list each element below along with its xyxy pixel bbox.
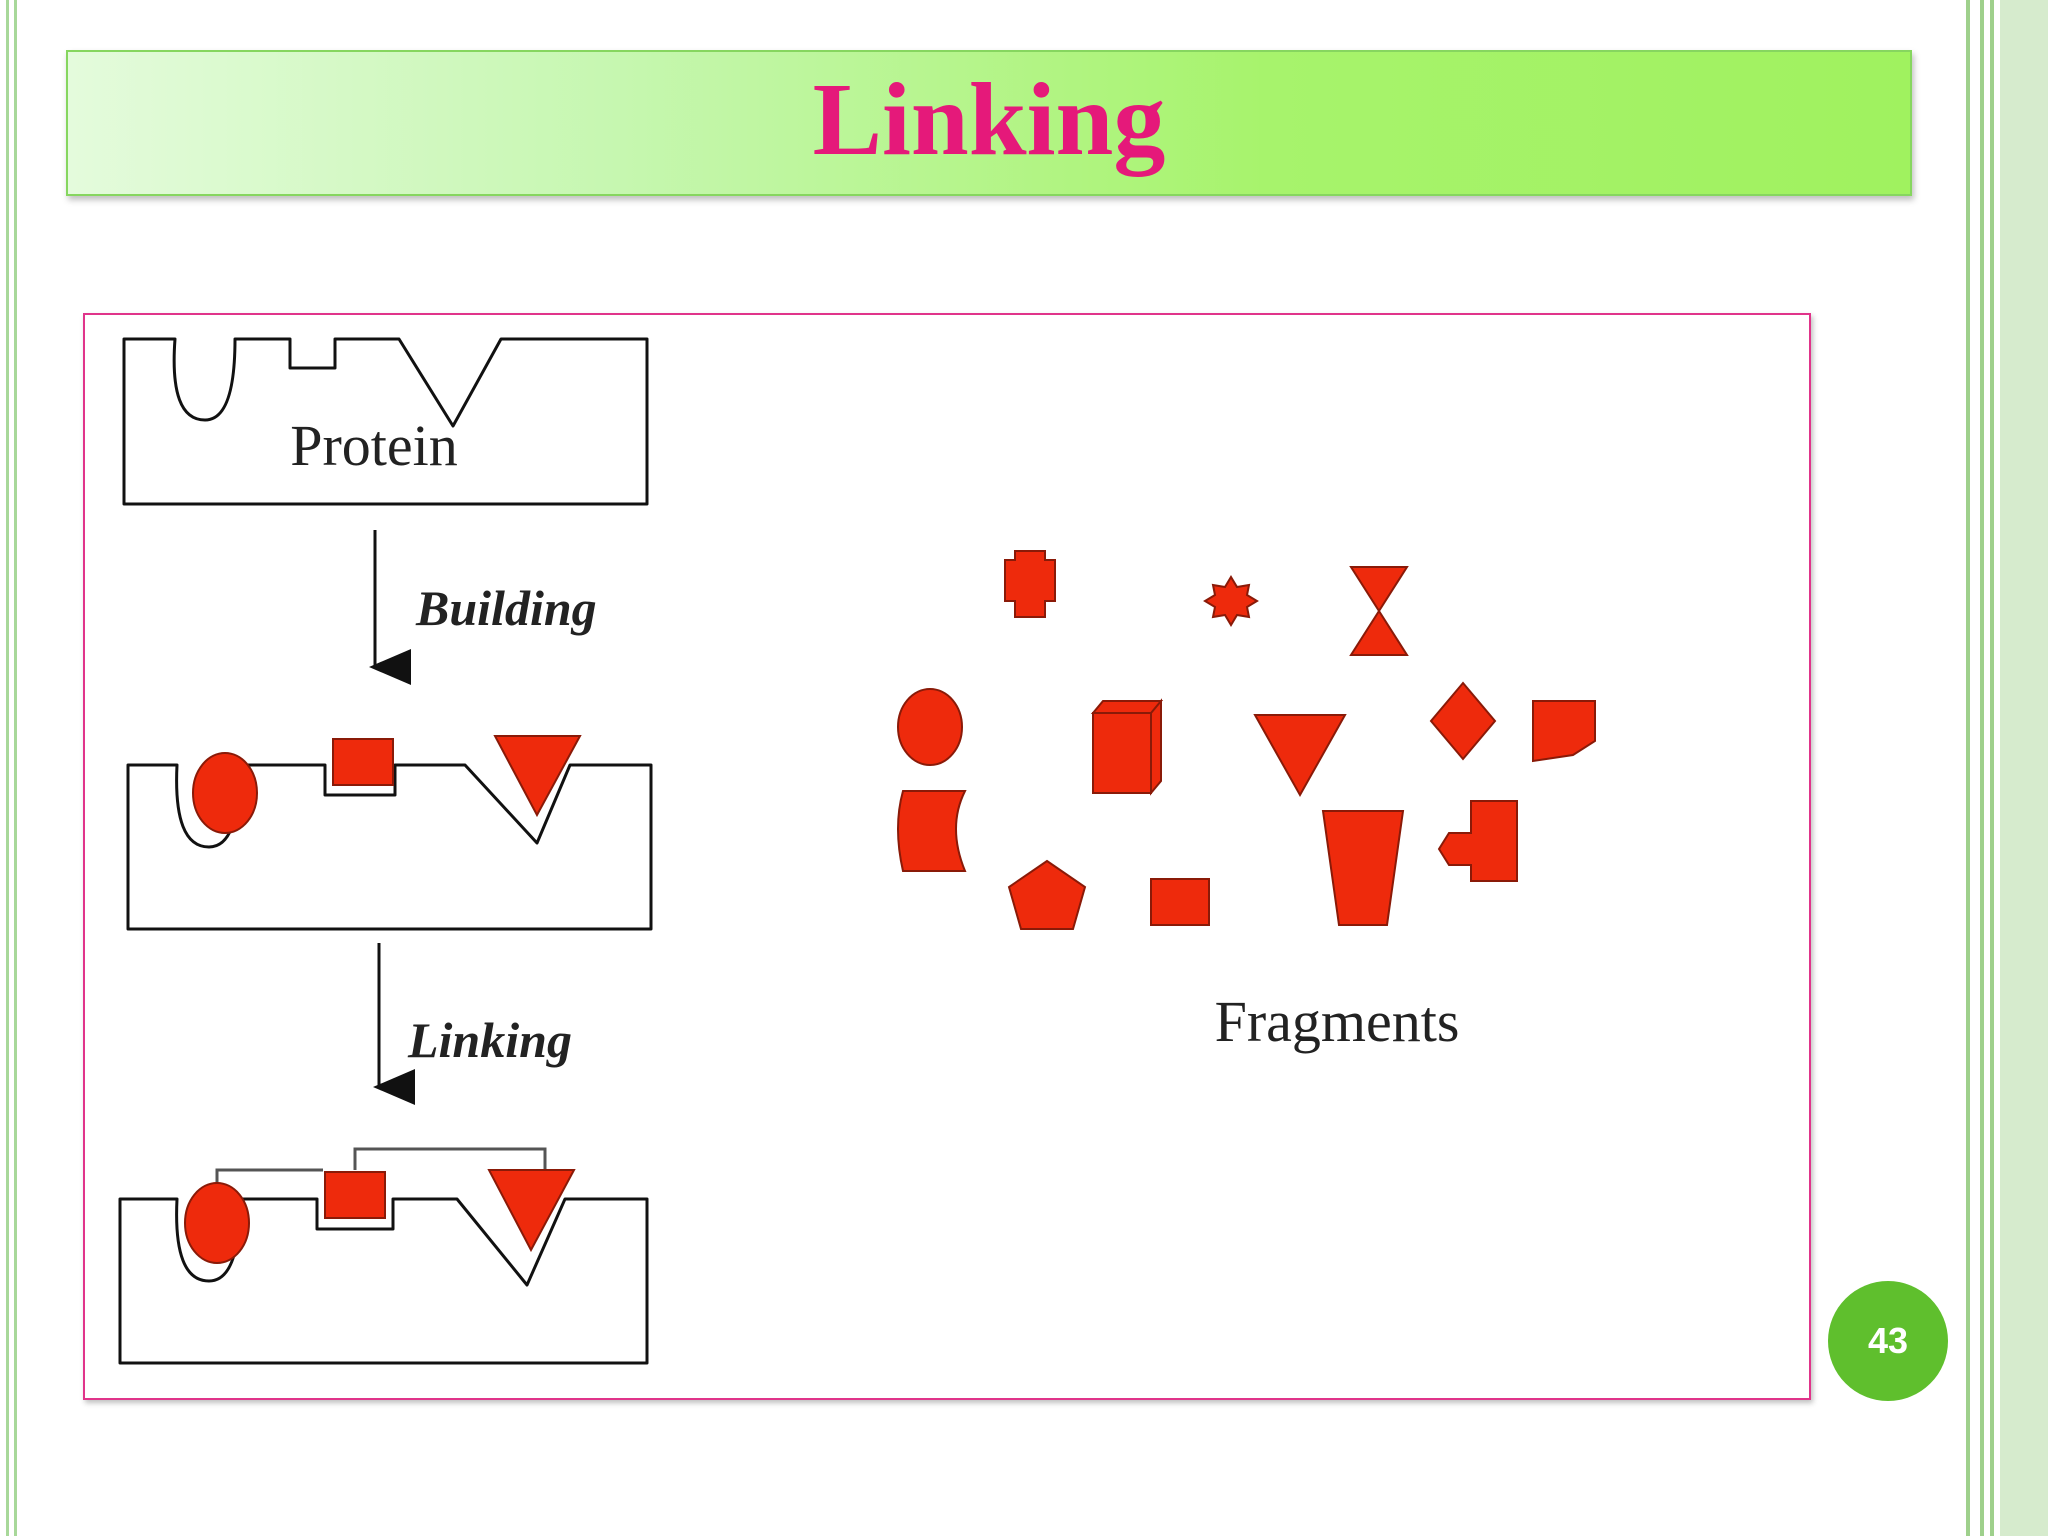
linking-label: Linking [407,1012,572,1068]
right-stripe-1 [1966,0,1970,1536]
building-label: Building [415,580,597,636]
protein-outline [122,337,649,506]
figure-frame: Protein Building Linking [83,313,1811,1400]
fragment-notched-square [1532,700,1596,763]
fragment-pentagon [1007,859,1087,930]
right-side-fill [2000,0,2048,1536]
fragment-prism [1090,698,1164,796]
linked-stage [118,1147,649,1365]
linking-diagram: Protein Building Linking [118,337,1596,1365]
fragment-arrow-block [1437,800,1518,882]
fragments-label: Fragments [1215,989,1460,1054]
left-border-rule [6,0,9,1536]
fragment-round [897,688,963,766]
protein-label: Protein [290,413,458,478]
building-stage [126,735,653,931]
linked-square [324,1171,386,1219]
building-protein-outline [126,763,653,931]
fragment-crescent [897,790,967,872]
fragment-library [897,550,1596,930]
fragment-square [332,738,394,786]
linked-triangle [487,1169,576,1253]
right-stripe-3 [1990,0,1994,1536]
fragment-trapezoid [1321,810,1405,926]
linked-protein-outline [118,1197,649,1365]
fragment-triangle [493,735,582,818]
left-border-rule-inner [14,0,17,1536]
title-bar: Linking [66,50,1912,196]
fragment-down-triangle [1253,714,1347,798]
fragment-diamond [1429,681,1497,761]
fragment-hourglass [1349,566,1409,656]
linker-bond [215,1147,547,1185]
right-stripe-2 [1980,0,1984,1536]
page-number-badge: 43 [1828,1281,1948,1401]
slide-title: Linking [812,62,1166,177]
fragment-star [1203,575,1259,627]
fragment-circle [192,752,258,834]
fragment-small-rect [1150,878,1210,926]
linked-circle [184,1182,250,1264]
fragment-cross [1004,550,1056,618]
protein-stage: Protein [122,337,649,506]
